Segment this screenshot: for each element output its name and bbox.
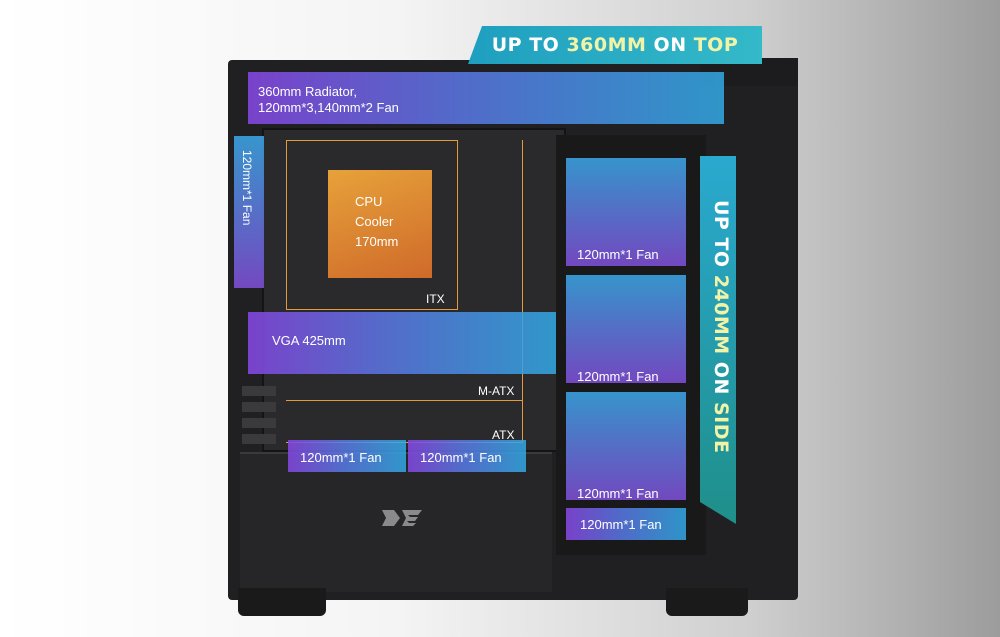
bottom-right-fan-zone	[566, 508, 686, 540]
case-foot-left	[238, 588, 326, 616]
side-fan-label-2: 120mm*1 Fan	[577, 369, 659, 384]
top-banner-position: TOP	[693, 34, 739, 56]
matx-outline	[286, 140, 523, 401]
bottom-fan-zone-2	[408, 440, 526, 472]
radiator-label-line2: 120mm*3,140mm*2 Fan	[258, 100, 399, 115]
itx-label: ITX	[426, 292, 445, 306]
top-banner-prefix: UP TO	[491, 34, 567, 56]
rear-fan-zone	[234, 136, 264, 288]
radiator-label-line1: 360mm Radiator,	[258, 84, 357, 99]
bottom-right-fan-label: 120mm*1 Fan	[580, 517, 662, 532]
side-banner-position: SIDE	[710, 401, 732, 454]
top-banner-mid: ON	[646, 34, 694, 56]
top-banner-size: 360MM	[566, 34, 647, 56]
darkflash-logo-icon	[382, 510, 422, 526]
case-foot-right	[666, 588, 748, 616]
side-fan-label-1: 120mm*1 Fan	[577, 247, 659, 262]
rear-fan-label: 120mm*1 Fan	[240, 150, 254, 226]
matx-label: M-ATX	[478, 384, 515, 398]
side-fan-zone-1	[566, 158, 686, 266]
top-capacity-text: UP TO 360MM ON TOP	[468, 26, 762, 64]
bottom-fan-label-2: 120mm*1 Fan	[420, 450, 502, 465]
cpu-label-line2: Cooler	[355, 214, 394, 229]
atx-label: ATX	[492, 428, 515, 442]
expansion-slot	[242, 402, 276, 412]
side-banner-prefix: UP TO	[710, 200, 732, 275]
itx-outline	[286, 140, 458, 310]
side-banner-size: 240MM	[710, 274, 732, 355]
bottom-fan-label-1: 120mm*1 Fan	[300, 450, 382, 465]
expansion-slot	[242, 418, 276, 428]
side-capacity-text: UP TO 240MM ON SIDE	[704, 200, 732, 460]
top-radiator-zone	[248, 72, 724, 124]
cpu-cooler-zone	[328, 170, 432, 278]
side-banner-mid: ON	[710, 354, 732, 402]
side-capacity-banner	[700, 156, 736, 524]
side-fan-label-3: 120mm*1 Fan	[577, 486, 659, 501]
expansion-slot	[242, 386, 276, 396]
cpu-label-line1: CPU	[355, 194, 383, 209]
bottom-fan-zone-1	[288, 440, 406, 472]
cpu-label-line3: 170mm	[355, 234, 399, 249]
top-capacity-banner	[468, 26, 762, 64]
side-fan-zone-2	[566, 275, 686, 383]
vga-label: VGA 425mm	[272, 333, 346, 348]
side-fan-zone-3	[566, 392, 686, 500]
expansion-slot	[242, 434, 276, 444]
vga-zone	[248, 312, 556, 374]
